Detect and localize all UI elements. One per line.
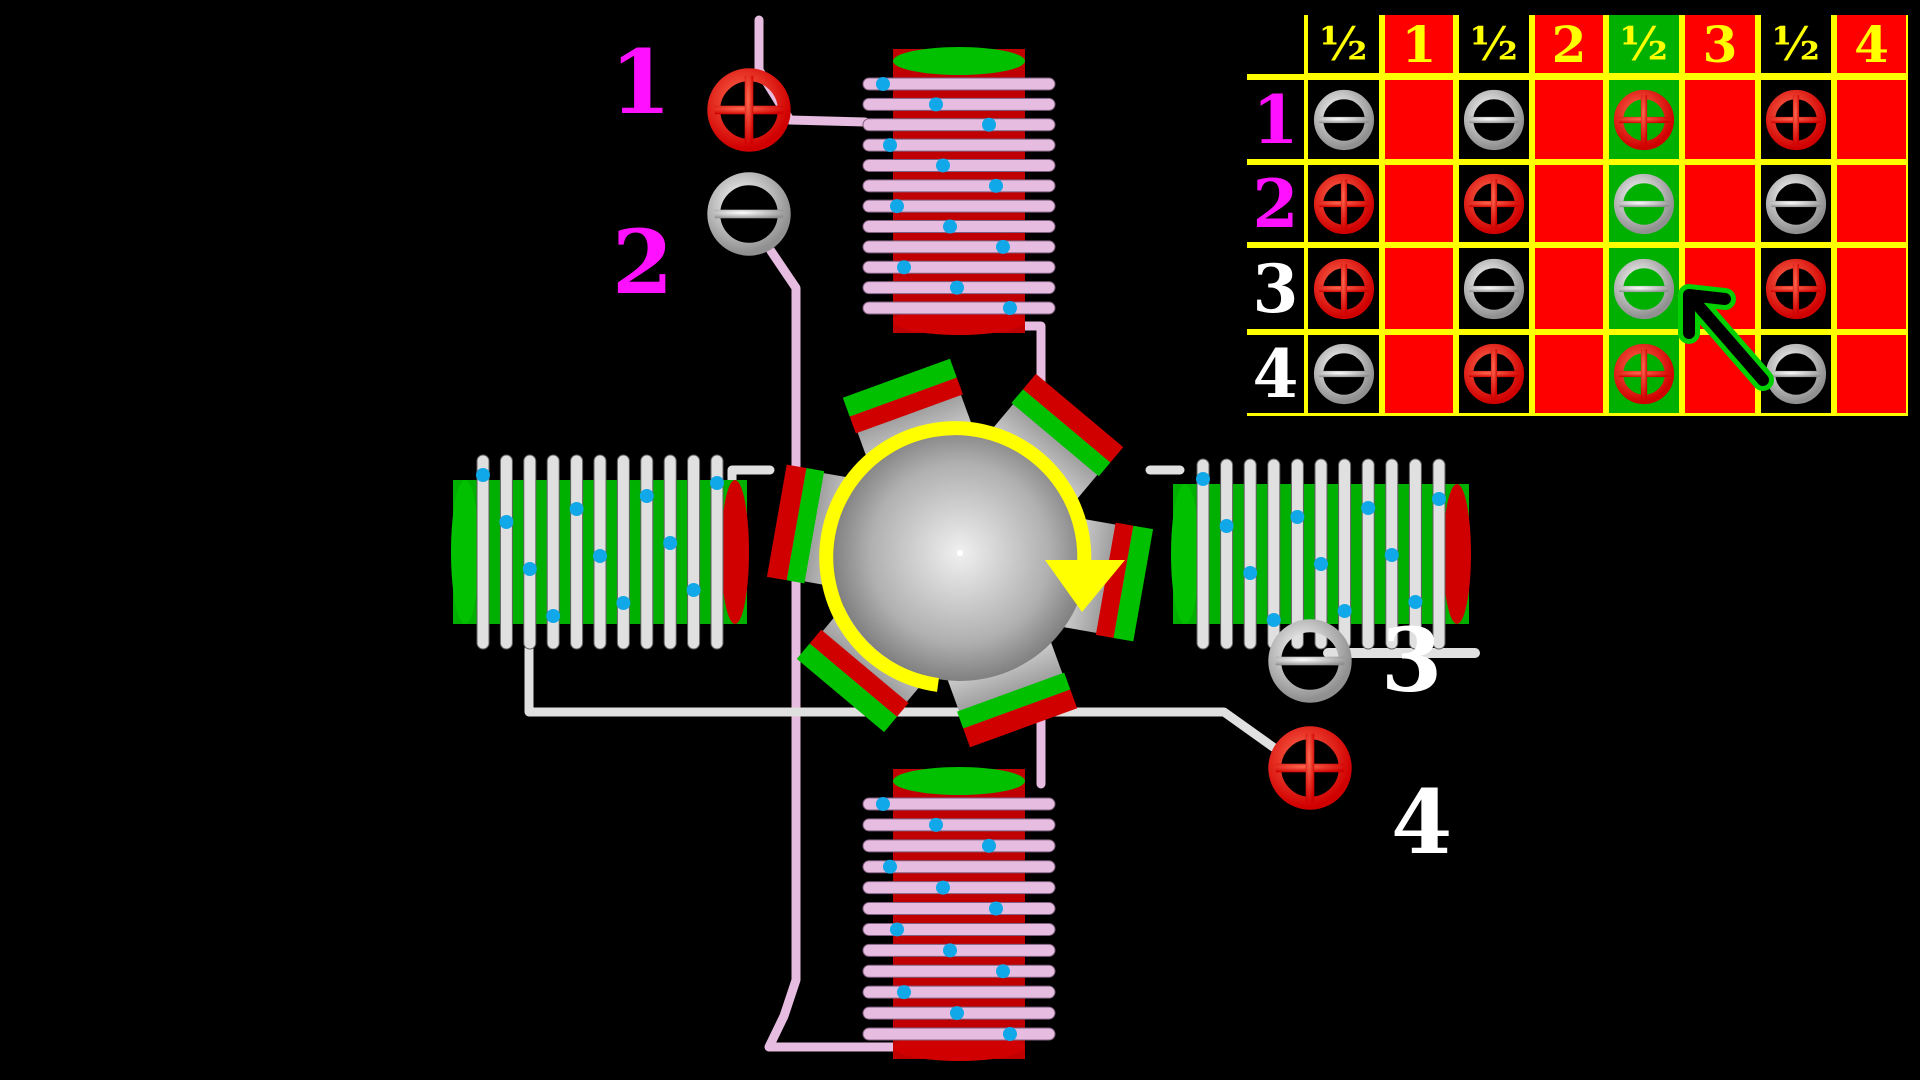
table-cell (1761, 165, 1831, 242)
switch-minus-3-icon (1268, 619, 1352, 703)
table-cell (1459, 80, 1529, 159)
plus-state-icon (1765, 89, 1827, 150)
table-cell (1308, 335, 1379, 413)
plus-state-icon (1765, 258, 1827, 319)
rotation-arrow (819, 421, 1092, 692)
coil-label-3: 3 (1381, 608, 1443, 712)
minus-state-icon (1765, 173, 1827, 234)
table-cell (1761, 248, 1831, 329)
column-header: ½ (1609, 15, 1679, 73)
minus-state-icon (1613, 258, 1675, 319)
plus-symbol (1313, 173, 1374, 234)
plus-state-icon (1313, 258, 1374, 319)
minus-state-icon (1463, 89, 1525, 150)
switch-minus-2-icon (707, 172, 791, 256)
table-cell (1609, 80, 1679, 159)
row-label: 1 (1247, 80, 1304, 159)
stator-coils (451, 47, 1471, 1061)
table-cell (1459, 165, 1529, 242)
table-cell (1837, 165, 1906, 242)
coil-bottom (862, 767, 1056, 1061)
rotor (766, 358, 1154, 748)
switch-plus-4-icon (1268, 726, 1352, 810)
minus-state-icon (1313, 343, 1374, 405)
coil-left (451, 454, 749, 650)
plus-symbol (1613, 343, 1675, 405)
table-cell (1308, 80, 1379, 159)
column-header: 4 (1837, 15, 1906, 74)
table-cell (1685, 80, 1755, 159)
row-label: 2 (1247, 165, 1304, 243)
table-cell (1308, 165, 1379, 242)
table-cell (1685, 165, 1755, 242)
coil-right (1171, 458, 1471, 650)
coil-label-2: 2 (612, 210, 674, 314)
coil-switches (707, 68, 1352, 810)
minus-symbol (1765, 173, 1827, 234)
plus-state-icon (1613, 343, 1675, 405)
plus-symbol (1313, 258, 1374, 319)
table-cell (1535, 248, 1603, 329)
plus-symbol (1463, 173, 1525, 234)
table-cell (1609, 335, 1679, 413)
table-cell (1385, 335, 1453, 413)
minus-symbol (1613, 258, 1675, 319)
table-cell (1535, 335, 1603, 413)
current-step-pointer-icon (1678, 284, 1774, 391)
plus-state-icon (1613, 89, 1675, 150)
table-cell (1385, 248, 1453, 329)
table-cell (1308, 248, 1379, 329)
table-cell (1385, 165, 1453, 242)
table-cell (1385, 80, 1453, 159)
table-cell (1535, 80, 1603, 159)
minus-state-icon (1463, 258, 1525, 319)
column-header: ½ (1308, 15, 1379, 73)
switch-plus-1-icon (707, 68, 791, 152)
minus-symbol (1463, 258, 1525, 319)
wire-coil-2 (764, 246, 923, 1052)
minus-symbol (1613, 173, 1675, 234)
coil-label-1: 1 (610, 30, 672, 134)
table-cell (1459, 248, 1529, 329)
column-header: ½ (1459, 15, 1529, 73)
minus-symbol (1313, 343, 1374, 405)
table-cell (1837, 335, 1906, 413)
table-cell (1459, 335, 1529, 413)
table-cell (1609, 248, 1679, 329)
plus-symbol (1765, 258, 1827, 319)
table-cell (1837, 80, 1906, 159)
plus-symbol (1613, 89, 1675, 150)
coil-top (862, 47, 1056, 335)
row-label: 3 (1247, 248, 1304, 329)
table-cell (1837, 248, 1906, 329)
table-cell (1609, 165, 1679, 242)
coil-label-4: 4 (1391, 770, 1453, 874)
column-header: 3 (1685, 15, 1755, 74)
rotation-arrowhead (1045, 560, 1125, 612)
table-cell (1761, 80, 1831, 159)
table-cell (1535, 165, 1603, 242)
plus-state-icon (1463, 343, 1525, 405)
minus-symbol (1313, 89, 1374, 150)
plus-symbol (1765, 89, 1827, 150)
plus-state-icon (1313, 173, 1374, 234)
minus-state-icon (1313, 89, 1374, 150)
rotor-axis (957, 550, 963, 556)
plus-state-icon (1463, 173, 1525, 234)
column-header: 1 (1385, 15, 1453, 74)
column-header: ½ (1761, 15, 1831, 73)
minus-state-icon (1613, 173, 1675, 234)
row-label: 4 (1247, 335, 1304, 413)
plus-symbol (1463, 343, 1525, 405)
minus-symbol (1463, 89, 1525, 150)
column-header: 2 (1535, 15, 1603, 74)
